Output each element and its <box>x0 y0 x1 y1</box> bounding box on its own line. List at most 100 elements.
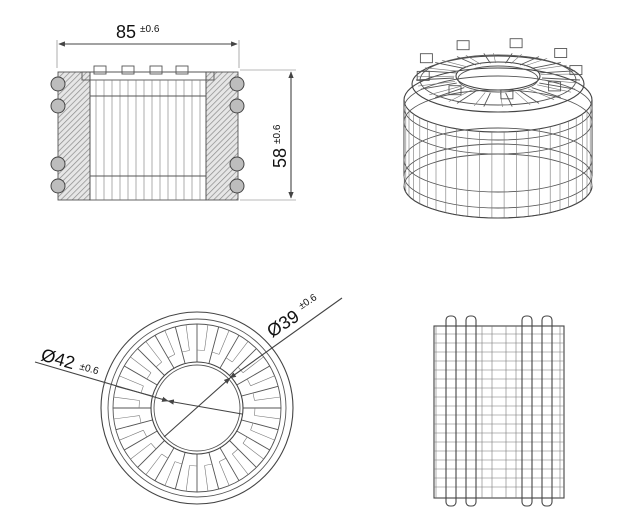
iso-tooth-line <box>415 77 455 81</box>
iso-tooth-line <box>456 90 477 104</box>
iso-tooth-line <box>420 82 457 90</box>
iso-tooth-line <box>416 75 455 78</box>
front-section-view: 85 ±0.6 58 ±0.6 <box>50 22 296 201</box>
iso-tooth-line <box>531 87 561 98</box>
end-spoke-line <box>250 375 275 387</box>
inner-diameter-leader <box>229 297 343 379</box>
iso-top-tooth <box>416 70 430 81</box>
iso-top-tooth <box>509 38 523 49</box>
end-spoke-line <box>119 375 144 387</box>
iso-tooth-line <box>448 89 472 102</box>
iso-top-tooth <box>419 53 433 64</box>
end-spoke-line <box>167 354 175 359</box>
end-spoke-line <box>130 356 152 373</box>
seal-ring-left-1 <box>50 76 66 92</box>
iso-top-tooth <box>554 48 568 58</box>
end-spoke-line <box>246 378 251 386</box>
outer-diameter-tolerance: ±0.6 <box>78 361 100 377</box>
end-spoke-line <box>185 324 190 351</box>
end-spoke-line <box>119 429 144 441</box>
iso-tooth-line <box>519 90 540 104</box>
end-spoke-line <box>137 348 165 376</box>
end-spoke-line <box>155 361 162 368</box>
end-spoke-line <box>242 356 264 373</box>
end-spoke-line <box>232 453 249 475</box>
end-spoke-line <box>185 465 190 492</box>
iso-tooth-line <box>420 70 457 74</box>
end-spoke-line <box>124 365 158 386</box>
width-value: 85 <box>116 22 136 42</box>
isometric-view <box>403 38 593 219</box>
iso-tooth-line <box>424 67 459 72</box>
end-spoke-line <box>218 330 230 355</box>
iso-top-tooth <box>500 89 514 100</box>
end-spoke-line <box>138 400 140 409</box>
end-spoke-line <box>130 443 152 460</box>
end-spoke-line <box>174 461 183 465</box>
iso-tooth-line <box>465 54 481 65</box>
isometric-top-teeth <box>415 38 583 108</box>
end-spoke-line <box>189 465 198 467</box>
iso-tooth-line <box>505 53 513 64</box>
end-spoke-line <box>113 415 140 420</box>
end-spoke-line <box>219 447 240 481</box>
iso-tooth-line <box>537 84 572 93</box>
end-spoke-line <box>229 348 257 376</box>
end-spoke-line <box>181 350 190 353</box>
end-spoke-line <box>137 440 165 468</box>
iso-tooth-line <box>527 88 555 100</box>
height-value: 58 <box>270 148 290 168</box>
end-spoke-line <box>236 365 270 386</box>
iso-tooth-line <box>456 56 477 66</box>
iso-tooth-line <box>540 73 578 75</box>
end-spoke-line <box>229 440 257 468</box>
iso-tooth-line <box>541 77 581 81</box>
width-tolerance: ±0.6 <box>140 24 160 35</box>
end-spoke-line <box>204 465 209 492</box>
inner-diameter-tolerance: ±0.6 <box>297 292 320 312</box>
end-spoke-line <box>113 396 140 401</box>
end-spoke-line <box>232 448 239 455</box>
iso-top-tooth <box>569 65 583 76</box>
seal-ring-left-4 <box>50 178 66 194</box>
front-view-slats <box>95 80 201 200</box>
end-spoke-line <box>115 419 153 431</box>
iso-tooth-line <box>519 56 540 66</box>
iso-tooth-line <box>531 62 561 69</box>
outer-diameter-value: Ø42 <box>39 345 77 374</box>
end-spoke-line <box>211 351 220 355</box>
end-spoke-line <box>164 330 176 355</box>
iso-tooth-line <box>539 82 576 90</box>
end-spoke-line <box>143 430 148 438</box>
iso-top-tooth <box>548 81 562 92</box>
end-spoke-line <box>250 429 275 441</box>
end-spoke-line <box>174 452 186 490</box>
end-spoke-line <box>154 335 175 369</box>
seal-ring-left-3 <box>50 156 66 172</box>
end-spoke-line <box>145 453 162 475</box>
end-spoke-line <box>232 341 249 363</box>
seal-ring-right-4 <box>229 178 245 194</box>
end-spoke-line <box>250 422 254 431</box>
end-view: Ø42 ±0.6 Ø39 ±0.6 <box>34 292 343 505</box>
height-tolerance: ±0.6 <box>272 124 283 144</box>
iso-tooth-line <box>539 70 576 74</box>
end-spoke-line <box>241 385 279 397</box>
end-spoke-line <box>208 452 220 490</box>
end-spoke-line <box>252 392 255 401</box>
iso-tooth-line <box>483 92 491 107</box>
side-view <box>433 315 565 507</box>
seal-ring-left-2 <box>50 98 66 114</box>
end-spoke-line <box>196 349 205 351</box>
iso-tooth-line <box>505 92 513 107</box>
end-spoke-line <box>146 372 152 380</box>
seal-ring-right-2 <box>229 98 245 114</box>
iso-tooth-line <box>493 52 496 64</box>
end-view-spokes <box>113 324 281 492</box>
end-spoke-line <box>164 461 176 486</box>
end-spoke-line <box>145 341 162 363</box>
iso-tooth-line <box>510 53 522 64</box>
end-spoke-line <box>241 419 279 431</box>
seal-ring-right-3 <box>229 156 245 172</box>
end-spoke-line <box>161 453 169 459</box>
